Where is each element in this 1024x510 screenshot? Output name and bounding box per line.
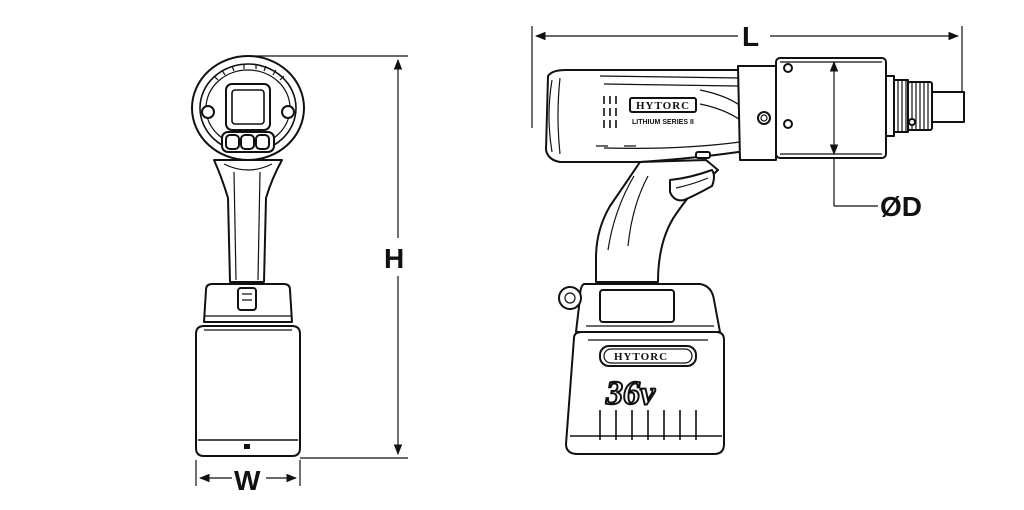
- length-label: L: [742, 21, 759, 52]
- diameter-label: ØD: [880, 191, 922, 222]
- side-trigger: [669, 169, 715, 202]
- front-handle: [213, 159, 283, 283]
- battery-voltage-text: 36v: [605, 375, 656, 412]
- length-dimension: L: [531, 21, 963, 128]
- front-view: [191, 55, 305, 457]
- width-label: W: [234, 465, 261, 496]
- side-brand-plate: [629, 97, 697, 113]
- side-view: HYTORC LITHIUM SERIES II: [545, 57, 965, 455]
- side-brand-text: HYTORC: [636, 100, 690, 112]
- side-gearbox: [775, 57, 887, 159]
- diameter-dimension: ØD: [829, 60, 922, 222]
- battery-brand-badge: [599, 345, 697, 367]
- side-lanyard-loop: [558, 286, 582, 310]
- front-display-screen: [225, 83, 271, 131]
- height-label: H: [384, 243, 404, 274]
- side-series-text: LITHIUM SERIES II: [632, 119, 694, 126]
- battery-brand-text: HYTORC: [614, 351, 668, 363]
- side-spline-ring: [885, 75, 895, 137]
- width-dimension: W: [195, 460, 301, 496]
- height-dimension: H: [250, 55, 408, 459]
- side-collar: [737, 65, 777, 161]
- front-battery-body: [195, 325, 301, 457]
- side-square-drive: [931, 91, 965, 123]
